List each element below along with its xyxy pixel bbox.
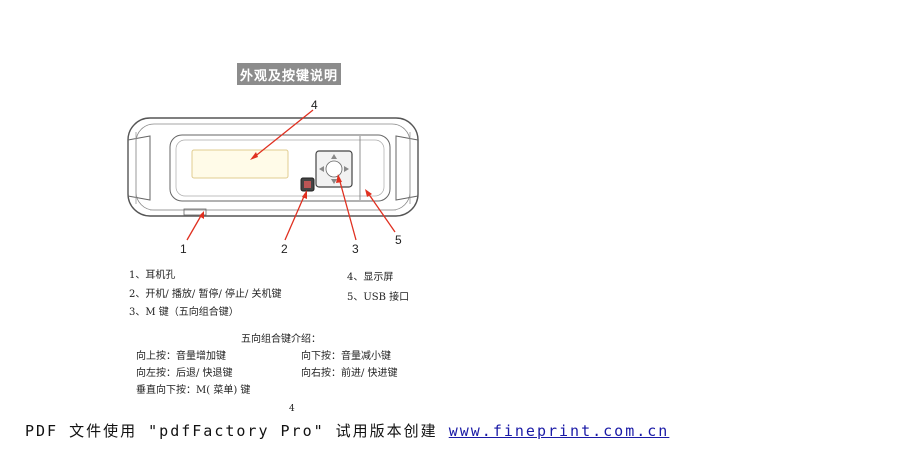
part-label-2: 2、开机/ 播放/ 暂停/ 停止/ 关机键 [129,289,282,300]
part-label-1: 1、耳机孔 [129,270,176,281]
joystick-heading: 五向组合键介绍： [241,334,321,345]
footer-link[interactable]: www.fineprint.com.cn [448,422,670,440]
part-label-4: 4、显示屏 [347,272,394,283]
part-label-5: 5、USB 接口 [347,292,410,303]
joystick-up: 向上按：音量增加键 [136,351,226,362]
joystick-press: 垂直向下按：M( 菜单) 键 [136,385,251,396]
joystick-down: 向下按：音量减小键 [301,351,391,362]
callout-3: 3 [352,242,359,256]
device-outline [127,117,419,217]
page-number: 4 [289,404,295,414]
front-panel [169,134,391,202]
callout-1: 1 [180,242,187,256]
callout-5: 5 [395,233,402,247]
footer-text: PDF 文件使用 "pdfFactory Pro" 试用版本创建 [25,422,438,440]
display-screen [191,149,289,179]
section-title: 外观及按键说明 [237,63,341,85]
callout-4: 4 [311,98,318,112]
joystick-left: 向左按：后退/ 快退键 [136,368,233,379]
callout-2: 2 [281,242,288,256]
part-label-3: 3、M 键（五向组合键） [129,307,239,318]
earphone-jack [183,208,207,216]
pdf-footer: PDF 文件使用 "pdfFactory Pro" 试用版本创建 www.fin… [25,420,669,441]
joystick-right: 向右按：前进/ 快进键 [301,368,398,379]
